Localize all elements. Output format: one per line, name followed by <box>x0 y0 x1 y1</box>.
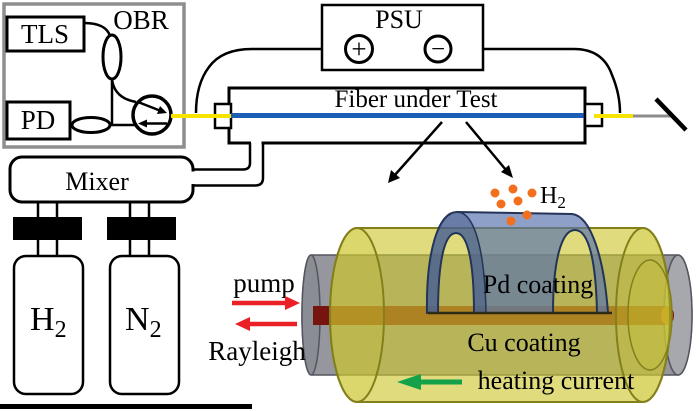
rayleigh-arrow-head <box>235 317 250 331</box>
figure-bottom-bar <box>0 404 252 409</box>
psu-minus-terminal <box>423 34 453 64</box>
psu-plus-wire <box>194 47 345 114</box>
gas-tube-lower-wall <box>192 143 265 187</box>
circulator-forward-arrow-shaft <box>137 100 162 113</box>
n2-cylinder <box>108 254 181 396</box>
coated-fiber-3d-model: Pd coating Cu coating heating current H2… <box>208 183 693 403</box>
tls-outline <box>5 15 86 53</box>
obr-box: OBR TLS PD <box>2 2 186 149</box>
mixer-outlet-gap <box>190 171 196 184</box>
angled-cleave-mark <box>654 97 688 132</box>
pd-coupler-loop <box>70 116 112 134</box>
mixer-label: Mixer <box>65 167 129 196</box>
pd-label: PD <box>21 105 56 135</box>
h2-molecule-dot <box>496 199 506 209</box>
h2-molecule-dot <box>522 210 532 220</box>
gas-supply: Mixer H2 N2 <box>0 143 265 409</box>
cu-coating-right-cap <box>615 227 671 403</box>
n2-valve <box>107 217 176 240</box>
psu-label: PSU <box>375 5 423 34</box>
heating-current-label: heating current <box>478 366 635 395</box>
heating-current-arrow-head <box>397 374 421 390</box>
h2-molecule-dot <box>490 188 500 198</box>
cu-coating-left-cap <box>329 227 385 403</box>
h2-molecule-dot <box>508 184 518 194</box>
n2-cylinder-label: N2 <box>125 301 162 343</box>
pump-arrow-head <box>285 296 300 310</box>
detail-arrow-right-head <box>501 165 513 178</box>
pd-coating-label: Pd coating <box>483 270 594 299</box>
detail-arrow-left-shaft <box>393 121 443 177</box>
coupler-to-circulator-fiber <box>110 78 137 104</box>
h2-molecule-dot <box>513 196 523 206</box>
obr-label: OBR <box>113 5 169 35</box>
tls-to-coupler-fiber <box>83 21 112 37</box>
chamber-inlet-gap <box>251 140 262 146</box>
psu-plus-terminal <box>344 34 374 64</box>
cu-coating-bore-ellipse <box>627 259 673 371</box>
pd-outline <box>5 100 72 141</box>
cu-coating-label: Cu coating <box>467 328 580 357</box>
h2-molecule-dot <box>506 216 516 226</box>
h2-cylinder <box>12 254 85 396</box>
rayleigh-label: Rayleigh <box>208 336 306 366</box>
gas-pipes <box>36 202 151 257</box>
h2-molecules <box>490 184 537 226</box>
tls-label: TLS <box>21 19 69 49</box>
fiber-under-test-label: Fiber under Test <box>334 86 497 113</box>
psu-plus-symbol: + <box>351 34 366 64</box>
detail-arrow-left-head <box>388 170 400 183</box>
pump-label: pump <box>233 268 295 298</box>
h2-cylinder-label: H2 <box>30 301 67 343</box>
circulator-return-arrow-head <box>138 119 147 128</box>
psu-minus-symbol: − <box>431 36 445 63</box>
h2-molecules-label: H2 <box>540 183 566 212</box>
psu-box: PSU + − <box>194 3 622 114</box>
gas-tube-upper-wall <box>192 143 252 171</box>
psu-minus-wire <box>451 47 622 114</box>
fiber-under-test-chamber: Fiber under Test <box>171 86 688 183</box>
h2-molecule-dot <box>527 188 537 198</box>
detail-arrow-right-shaft <box>465 121 507 171</box>
circulator-forward-arrow-head <box>157 106 167 114</box>
heating-current-annotation: heating current <box>397 366 635 395</box>
pump-rayleigh-annotation: pump Rayleigh <box>208 268 306 366</box>
h2-valve <box>13 217 82 240</box>
